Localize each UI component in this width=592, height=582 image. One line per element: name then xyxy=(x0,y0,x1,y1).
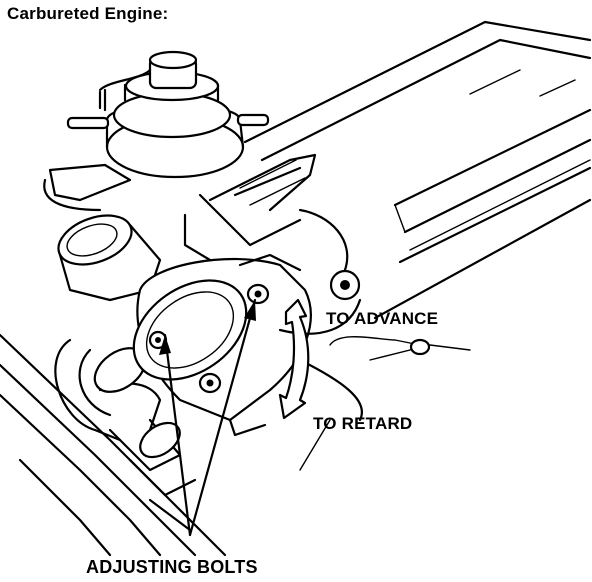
advance-retard-arrow xyxy=(278,298,310,420)
egr-valve xyxy=(57,214,162,302)
valve-housing xyxy=(43,50,270,212)
intake-hoses xyxy=(0,333,227,557)
throttle-linkage xyxy=(183,153,349,272)
to-retard-label: TO RETARD xyxy=(313,414,413,433)
bolts-leader-lines xyxy=(159,298,257,537)
to-advance-label: TO ADVANCE xyxy=(326,309,439,328)
adjusting-bolts xyxy=(148,283,270,394)
adjusting-bolts-label: ADJUSTING BOLTS xyxy=(86,557,258,577)
diagram-title: Carbureted Engine: xyxy=(7,4,169,23)
engine-cover xyxy=(243,20,592,471)
